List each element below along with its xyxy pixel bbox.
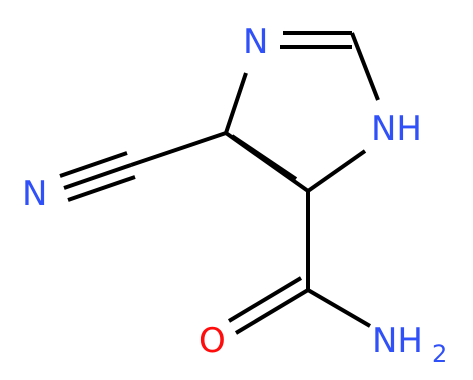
bond-c-n-amide: [306, 288, 372, 328]
atom-nh-ring: NH: [371, 109, 422, 149]
bond-c4-n3: [224, 72, 248, 134]
atom-n-nitrile: N: [22, 174, 47, 214]
bond-nitrile-1: [63, 163, 132, 190]
bond-c2-n1: [350, 32, 380, 101]
bond-c4-cnitrile: [130, 131, 227, 167]
bond-c-o: [234, 288, 310, 335]
bond-n1-c5: [306, 149, 367, 193]
bond-nitrile-2: [59, 151, 128, 178]
bond-c5-c4-double: [230, 134, 298, 181]
atom-nh2: NH: [372, 321, 423, 361]
atom-n-ring: N: [243, 22, 268, 62]
atom-nh2-subscript: 2: [432, 340, 447, 368]
bond-c-o-double: [227, 276, 303, 323]
atom-o-carbonyl: O: [199, 321, 226, 361]
bond-nitrile-3: [67, 175, 136, 202]
